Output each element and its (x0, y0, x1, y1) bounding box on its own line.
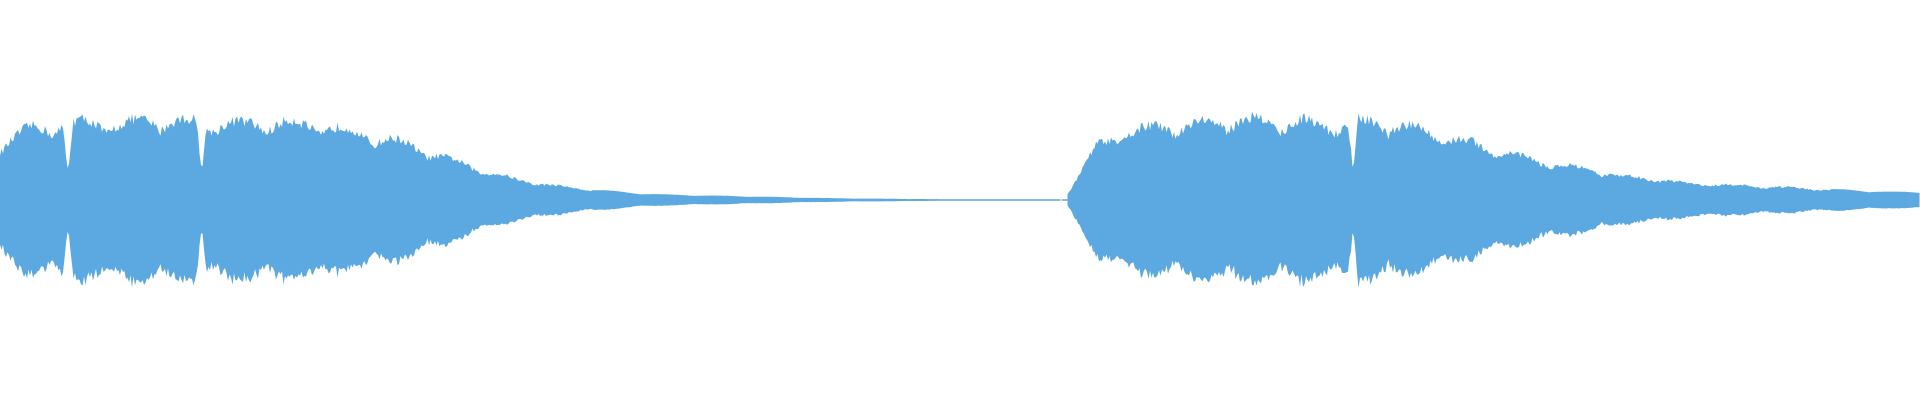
waveform-right-clip (1067, 111, 1920, 288)
waveform-left-clip (0, 113, 1061, 288)
